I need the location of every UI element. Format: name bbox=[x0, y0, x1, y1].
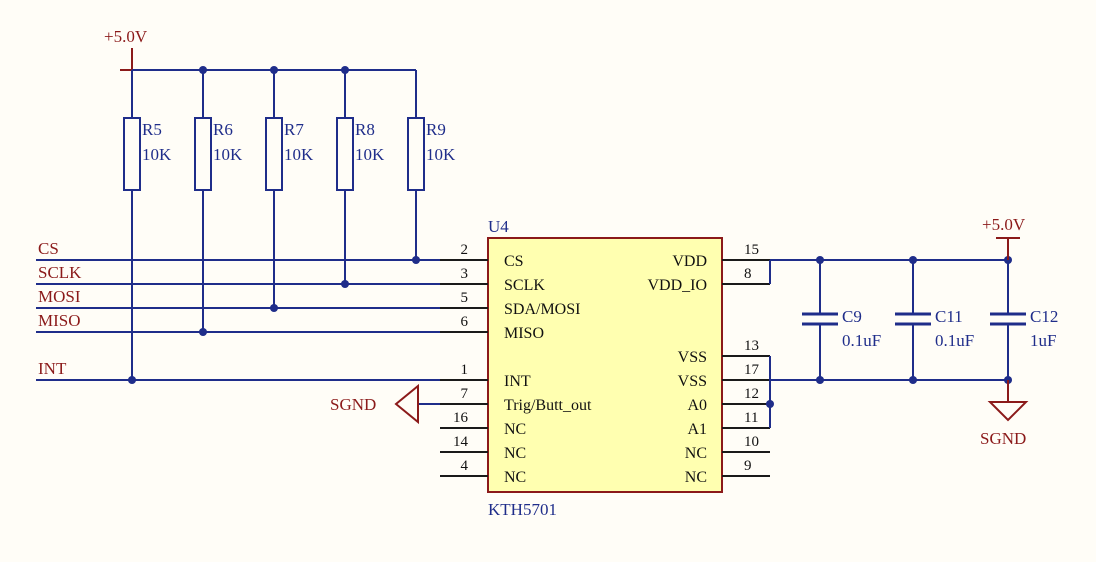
pin-16-num: 16 bbox=[453, 410, 469, 426]
chip-body bbox=[487, 237, 723, 493]
pin-2-name: CS bbox=[504, 253, 524, 270]
resistor-r8-ref: R8 bbox=[355, 120, 375, 139]
capacitor-c12-ref: C12 bbox=[1030, 307, 1058, 326]
pin-6-name: MISO bbox=[504, 325, 544, 342]
pin-17-name: VSS bbox=[678, 373, 707, 390]
pin-3-num: 3 bbox=[461, 266, 469, 282]
net-miso-label: MISO bbox=[38, 311, 81, 330]
pin-7-name: Trig/Butt_out bbox=[504, 397, 592, 414]
chip-u4: U4 KTH5701 2 CS 3 SCLK 5 SDA/MOSI 6 MISO… bbox=[440, 217, 770, 519]
ground-right-label: SGND bbox=[980, 429, 1026, 448]
pin-11-name: A1 bbox=[687, 421, 707, 438]
resistor-r8 bbox=[336, 117, 354, 191]
pin-8-num: 8 bbox=[744, 266, 752, 282]
resistor-r7-value: 10K bbox=[284, 145, 314, 164]
resistor-r9-ref: R9 bbox=[426, 120, 446, 139]
pin-15-num: 15 bbox=[744, 242, 759, 258]
pin-10-name: NC bbox=[685, 445, 707, 462]
pin-4-name: NC bbox=[504, 469, 526, 486]
capacitor-c11-value: 0.1uF bbox=[935, 331, 974, 350]
pin-12-num: 12 bbox=[744, 386, 759, 402]
net-cs-label: CS bbox=[38, 239, 59, 258]
capacitor-c12-value: 1uF bbox=[1030, 331, 1056, 350]
resistor-r9-value: 10K bbox=[426, 145, 456, 164]
net-sclk-label: SCLK bbox=[38, 263, 82, 282]
capacitor-c9-ref: C9 bbox=[842, 307, 862, 326]
pin-3-name: SCLK bbox=[504, 277, 545, 294]
resistor-r9 bbox=[407, 117, 425, 191]
pin-5-name: SDA/MOSI bbox=[504, 301, 580, 318]
pin-1-name: INT bbox=[504, 373, 531, 390]
resistor-r8-value: 10K bbox=[355, 145, 385, 164]
pin-12-name: A0 bbox=[687, 397, 707, 414]
pin-4-num: 4 bbox=[461, 458, 469, 474]
decoupling-network: +5.0V C9 0.1uF C11 0.1uF C12 1uF bbox=[766, 215, 1058, 448]
net-mosi-label: MOSI bbox=[38, 287, 81, 306]
resistor-r6-value: 10K bbox=[213, 145, 243, 164]
resistor-r5-ref: R5 bbox=[142, 120, 162, 139]
chip-right-pins: 15 VDD 8 VDD_IO 13 VSS 17 VSS 12 A0 11 A… bbox=[647, 242, 770, 486]
pin-5-num: 5 bbox=[461, 290, 469, 306]
pin-9-num: 9 bbox=[744, 458, 752, 474]
pin-2-num: 2 bbox=[461, 242, 469, 258]
resistor-r5 bbox=[123, 117, 141, 191]
pin-10-num: 10 bbox=[744, 434, 759, 450]
chip-ref: U4 bbox=[488, 217, 509, 236]
pin-11-num: 11 bbox=[744, 410, 758, 426]
right-power-label: +5.0V bbox=[982, 215, 1026, 234]
pin-13-name: VSS bbox=[678, 349, 707, 366]
net-int-label: INT bbox=[38, 359, 67, 378]
ground-left-label: SGND bbox=[330, 395, 376, 414]
resistor-r6 bbox=[194, 117, 212, 191]
pin-9-name: NC bbox=[685, 469, 707, 486]
resistor-r7-ref: R7 bbox=[284, 120, 304, 139]
resistor-r5-value: 10K bbox=[142, 145, 172, 164]
pin-13-num: 13 bbox=[744, 338, 759, 354]
capacitor-c11-ref: C11 bbox=[935, 307, 963, 326]
pullup-network: +5.0V R5 10K R6 10K R7 10K R8 10K bbox=[104, 27, 456, 380]
pin-14-num: 14 bbox=[453, 434, 469, 450]
top-power-label: +5.0V bbox=[104, 27, 148, 46]
pin-16-name: NC bbox=[504, 421, 526, 438]
signal-nets: CS SCLK MOSI MISO INT SGND bbox=[36, 239, 440, 425]
pin-15-name: VDD bbox=[672, 253, 707, 270]
pin-1-num: 1 bbox=[461, 362, 469, 378]
chip-part: KTH5701 bbox=[488, 500, 557, 519]
capacitor-c9-value: 0.1uF bbox=[842, 331, 881, 350]
pin-14-name: NC bbox=[504, 445, 526, 462]
resistor-r6-ref: R6 bbox=[213, 120, 233, 139]
pin-6-num: 6 bbox=[461, 314, 469, 330]
pin-7-num: 7 bbox=[461, 386, 469, 402]
chip-left-pins: 2 CS 3 SCLK 5 SDA/MOSI 6 MISO 1 INT 7 Tr… bbox=[440, 242, 592, 486]
pin-8-name: VDD_IO bbox=[647, 277, 707, 294]
pin-17-num: 17 bbox=[744, 362, 760, 378]
resistor-r7 bbox=[265, 117, 283, 191]
ground-right-symbol bbox=[987, 401, 1029, 422]
ground-left-symbol bbox=[394, 383, 419, 425]
